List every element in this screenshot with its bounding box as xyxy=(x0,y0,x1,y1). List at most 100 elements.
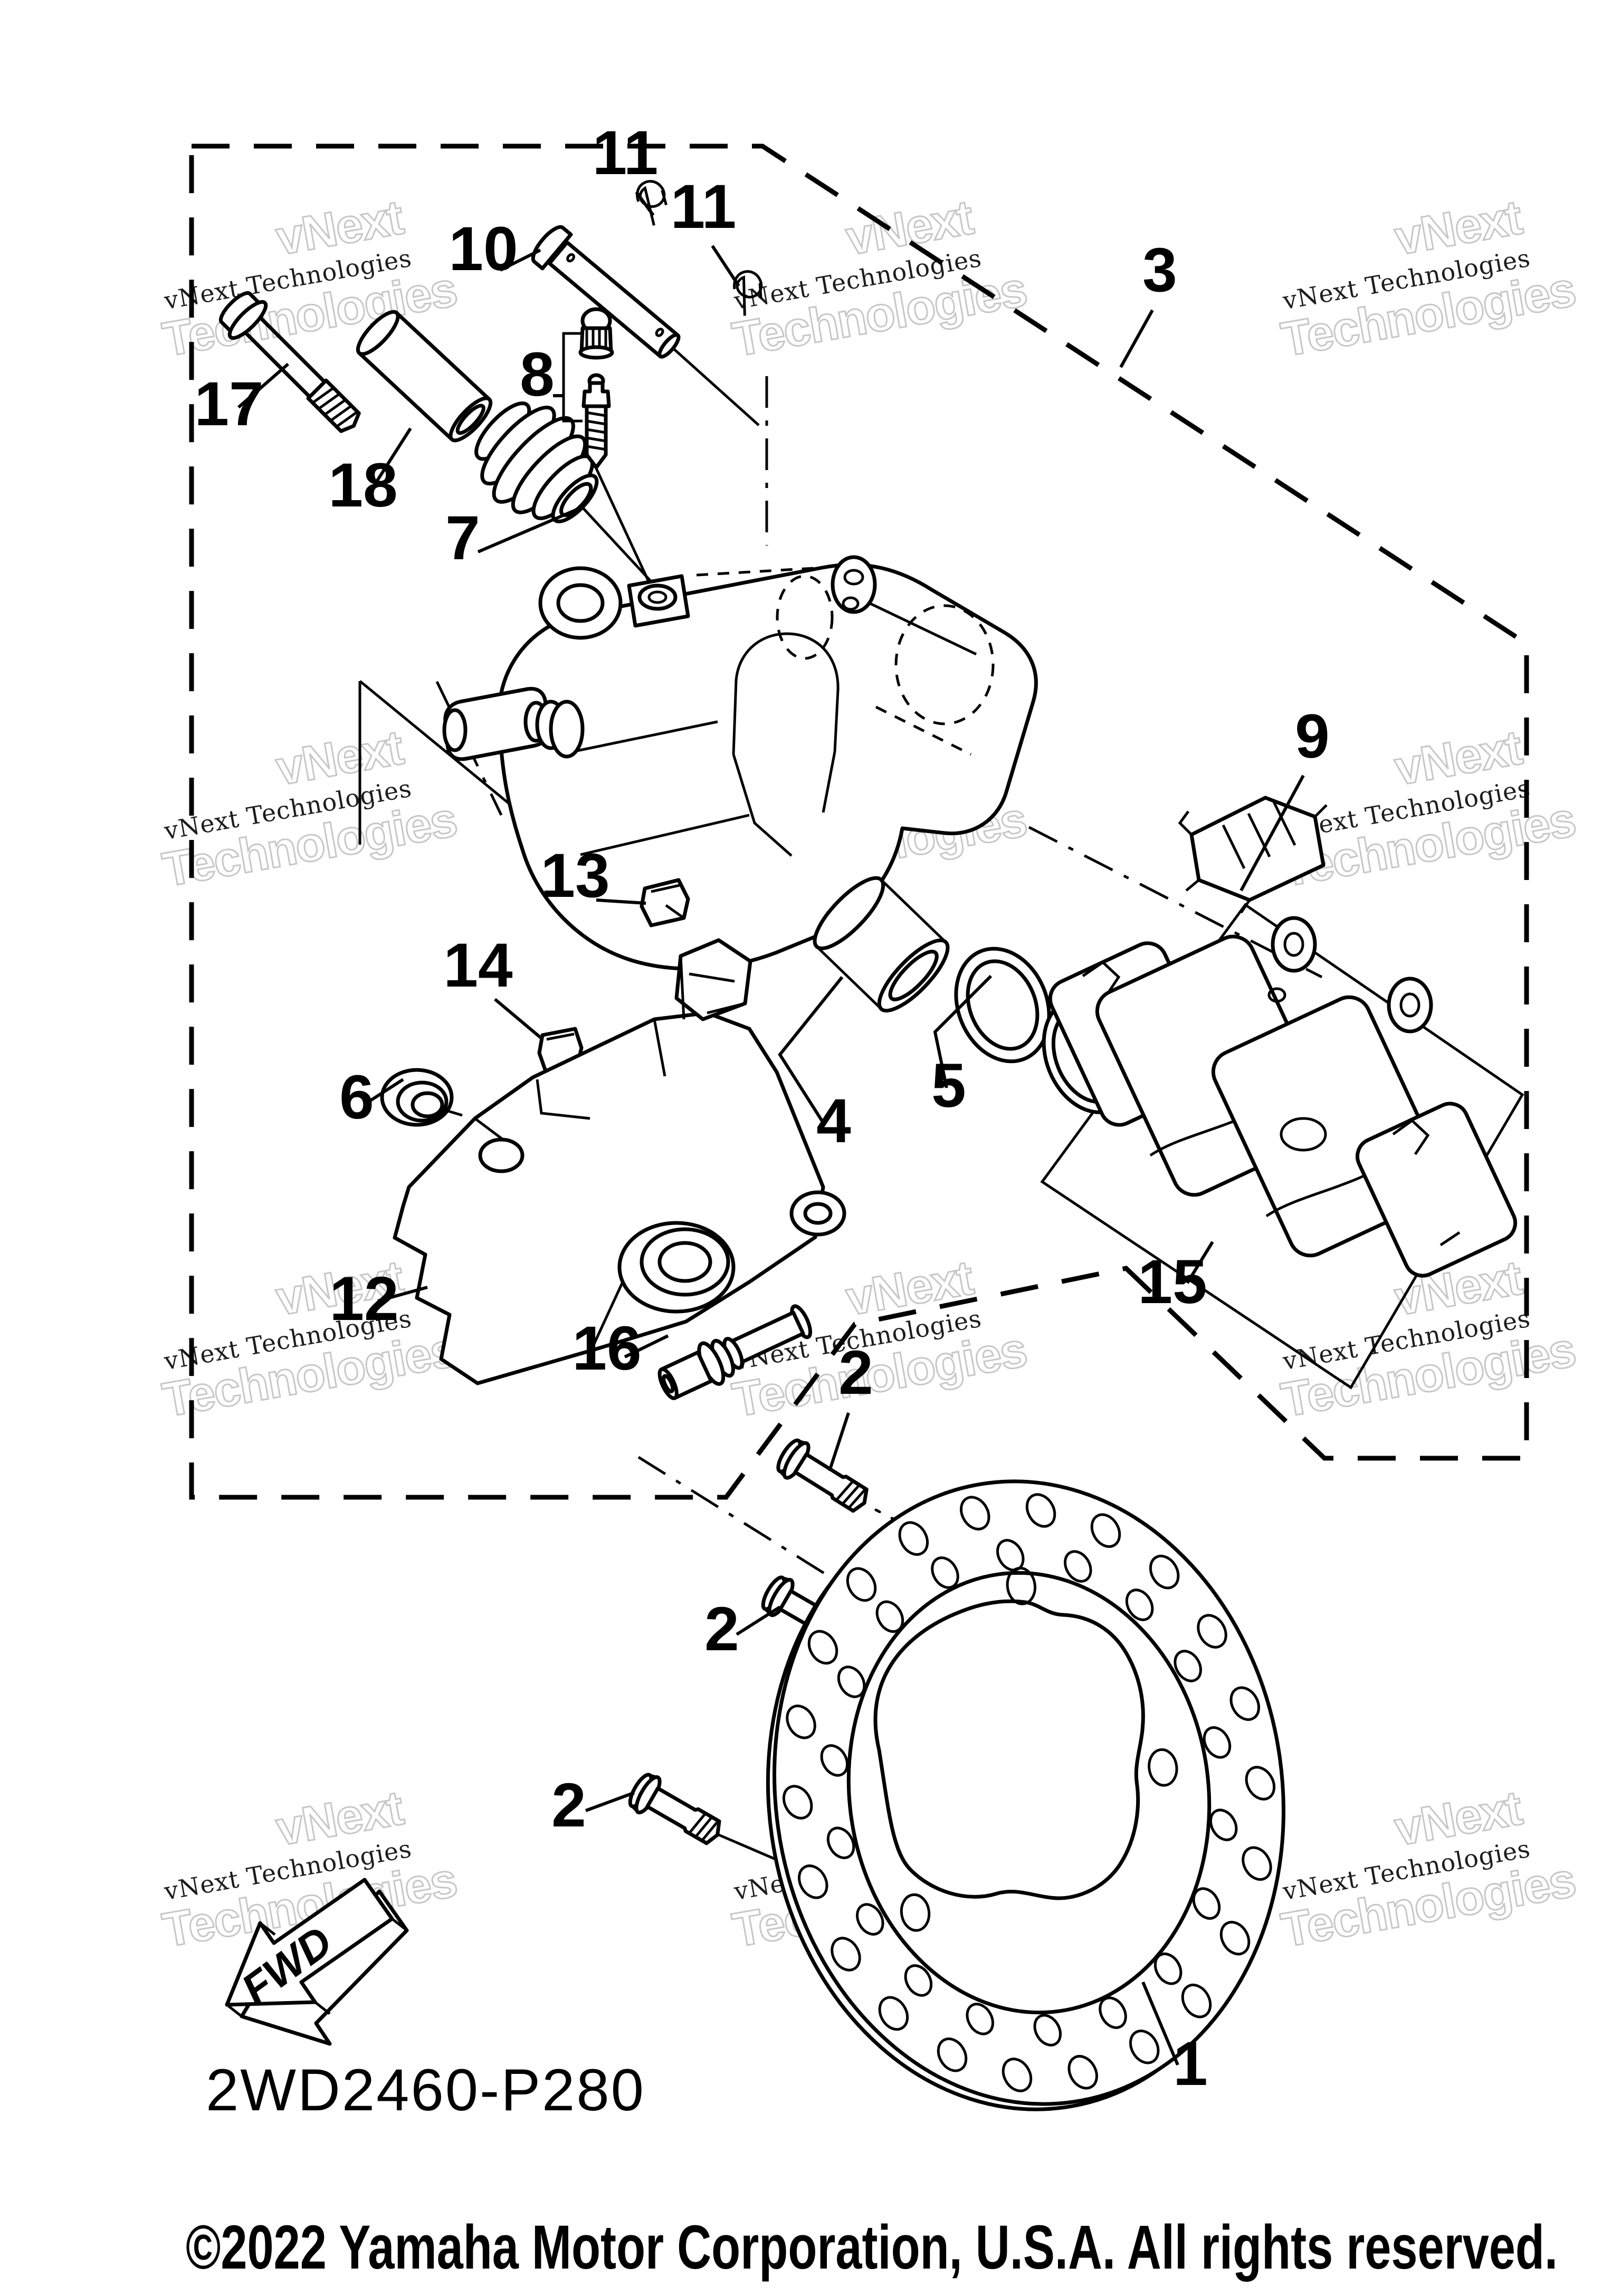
disc-hole xyxy=(1033,2014,1062,2046)
part-16-slide-pin xyxy=(657,1304,813,1400)
disc-hole xyxy=(826,1826,855,1859)
disc-hub-holes xyxy=(900,1566,1178,1932)
part-code: 2WD2460-P280 xyxy=(206,2057,645,2123)
disc-hole xyxy=(798,1864,828,1899)
disc-hole xyxy=(1099,1996,1127,2029)
callout-number-7: 7 xyxy=(445,503,480,573)
disc-hole xyxy=(782,1785,813,1820)
leader-line-5 xyxy=(933,974,993,1088)
copyright: ©2022 Yamaha Motor Corporation, U.S.A. A… xyxy=(186,2213,1558,2282)
part-4-piston xyxy=(813,876,950,1013)
disc-hole xyxy=(837,1666,866,1698)
disc-hole xyxy=(875,1600,904,1633)
disc-hole xyxy=(1229,1686,1260,1721)
part-8-bleeder-group xyxy=(562,307,614,470)
leader-line-2 xyxy=(585,1791,635,1812)
disc-hole xyxy=(1209,1809,1238,1841)
callout-number-8: 8 xyxy=(520,340,555,409)
leader-line-14 xyxy=(494,998,542,1040)
disc-hole xyxy=(1025,1493,1056,1528)
leader-line-12 xyxy=(377,1286,428,1303)
disc-hole xyxy=(846,1567,877,1602)
part-6-cap xyxy=(380,1068,463,1127)
callout-number-9: 9 xyxy=(1295,702,1330,771)
disc-hole xyxy=(1090,1513,1121,1548)
leader-line-15 xyxy=(1186,1241,1214,1284)
part-18-collar xyxy=(356,310,493,443)
disc-hole xyxy=(904,1964,933,1997)
callout-number-5: 5 xyxy=(931,1051,966,1121)
disc-holes xyxy=(782,1493,1276,2092)
leader-line-9 xyxy=(1239,774,1305,892)
disc-hole xyxy=(1153,1953,1183,1985)
disc-hole xyxy=(960,1496,990,1530)
dashed-enclosure-border xyxy=(189,144,1529,1500)
disc-hole xyxy=(1064,1550,1092,1583)
construction-line xyxy=(670,346,760,426)
leader-line-16 xyxy=(624,1334,669,1359)
callout-number-17: 17 xyxy=(194,369,263,439)
leader-line-2 xyxy=(736,1605,781,1636)
leader-line-2 xyxy=(828,1412,850,1471)
callout-number-11: 11 xyxy=(671,172,737,242)
disc-hub-hole xyxy=(1148,1748,1178,1787)
callout-number-11: 11 xyxy=(593,118,659,188)
disc-hole xyxy=(1219,1920,1251,1956)
part-10-pad-pin xyxy=(531,225,681,359)
leader-line-7 xyxy=(477,506,583,553)
part-3-caliper-body xyxy=(442,555,1038,971)
part-12-bracket xyxy=(393,938,846,1385)
leader-line-17 xyxy=(237,362,289,409)
callout-number-2: 2 xyxy=(551,1771,586,1840)
disc-hole xyxy=(856,1903,884,1936)
part-17-caliper-bolt xyxy=(218,291,361,433)
disc-hole xyxy=(1002,2058,1033,2092)
leader-line-6 xyxy=(369,1078,404,1102)
disc-hole xyxy=(1242,1846,1272,1881)
callout-number-3: 3 xyxy=(1142,235,1177,305)
part-15-brake-pads xyxy=(1048,916,1517,1278)
disc-hole xyxy=(1125,1589,1154,1621)
disc-hole xyxy=(1149,1554,1180,1590)
disc-hub-hole xyxy=(1006,1566,1037,1605)
disc-hole xyxy=(786,1705,816,1739)
callout-number-15: 15 xyxy=(1138,1247,1207,1317)
leader-line-4 xyxy=(778,976,844,1124)
part-9-pad-spring xyxy=(1178,796,1328,914)
disc-hole xyxy=(1197,1614,1227,1649)
disc-hole xyxy=(1192,1887,1221,1920)
callout-number-10: 10 xyxy=(449,214,518,284)
leader-line-13 xyxy=(596,898,646,905)
disc-hole xyxy=(937,2037,968,2072)
part-1-brake-disc xyxy=(766,1479,1285,2111)
part-2-disc-bolt-c xyxy=(625,1770,728,1852)
disc-hole xyxy=(1129,2030,1160,2064)
disc-hole xyxy=(1174,1650,1202,1682)
callout-number-4: 4 xyxy=(816,1086,851,1156)
leader-line-1 xyxy=(1141,1981,1179,2066)
callout-number-6: 6 xyxy=(339,1063,374,1132)
disc-hole xyxy=(831,1937,861,1972)
callout-number-12: 12 xyxy=(329,1264,398,1334)
callout-number-14: 14 xyxy=(443,931,512,1000)
disc-hole xyxy=(1067,2055,1098,2090)
leader-line-11 xyxy=(635,191,655,216)
disc-hole xyxy=(931,1556,959,1589)
callout-number-1: 1 xyxy=(1173,2029,1208,2099)
callout-number-16: 16 xyxy=(572,1314,641,1383)
leader-line-3 xyxy=(1119,309,1154,368)
disc-hole xyxy=(820,1744,849,1777)
disc-hole xyxy=(1181,1984,1212,2018)
disc-hole xyxy=(1203,1726,1232,1759)
part-13-retainer xyxy=(640,878,690,927)
leader-line-10 xyxy=(499,248,541,272)
disc-hole xyxy=(878,1996,909,2031)
part-2-disc-bolt-a xyxy=(773,1436,875,1520)
leader-line-18 xyxy=(370,427,412,491)
callout-number-13: 13 xyxy=(540,841,609,911)
